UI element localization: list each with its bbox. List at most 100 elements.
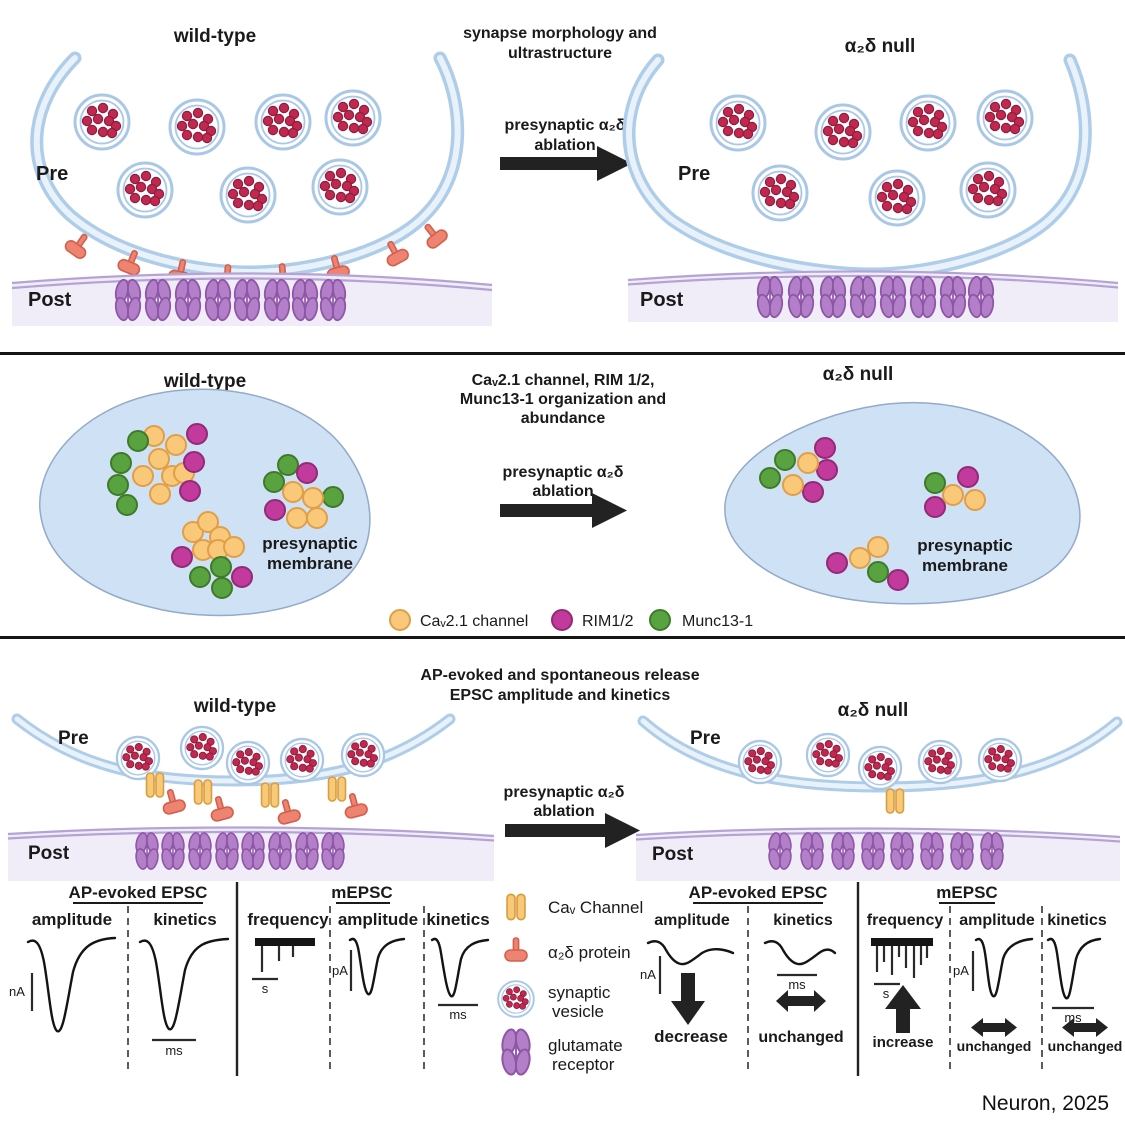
synaptic-vesicle-icon: [219, 166, 277, 224]
synaptic-vesicle-icon: [917, 739, 963, 785]
wt-mepsc-amplitude-trace: [348, 937, 406, 996]
glutamate-receptor-icon: [112, 277, 144, 323]
rim-dot: [186, 423, 208, 445]
cav-legend-label: Caᵥ Channel: [548, 898, 643, 917]
arrow-shaft: [500, 504, 592, 517]
synaptic-vesicle-icon: [116, 161, 174, 219]
rim-dot: [826, 552, 848, 574]
glutamate-receptor-icon: [319, 831, 347, 871]
cav21-dot: [302, 487, 324, 509]
null-pa-scalebar-label: pA: [953, 963, 969, 978]
glutamate-receptor-icon: [202, 277, 234, 323]
wt-pa-scalebar-label: pA: [332, 963, 348, 978]
munc-dot: [867, 561, 889, 583]
wt-ap-amplitude-label: amplitude: [32, 910, 112, 929]
null-mepsc-amplitude-label: amplitude: [959, 912, 1035, 929]
munc-dot: [759, 467, 781, 489]
protein-cluster: [171, 511, 253, 599]
cav21-legend-label: Caᵥ2.1 channel: [420, 613, 528, 630]
wt-na-scalebar-label: nA: [9, 984, 25, 999]
synaptic-vesicle-icon: [976, 89, 1034, 147]
arrow-head: [597, 146, 632, 181]
wt-ap-kinetics-label: kinetics: [153, 910, 216, 929]
cav21-dot: [964, 489, 986, 511]
munc-dot: [322, 486, 344, 508]
munc-dot: [211, 577, 233, 599]
cav21-dot: [132, 465, 154, 487]
glutamate-receptor-icon: [159, 831, 187, 871]
glutamate-receptor-icon: [754, 274, 786, 320]
panel2-right-membrane-label2: membrane: [922, 556, 1008, 575]
glutamate-receptor-icon: [965, 274, 997, 320]
null-ms2-scalebar-label: ms: [1064, 1010, 1082, 1025]
synaptic-vesicle-icon: [805, 732, 851, 778]
cav21-dot: [182, 521, 204, 543]
synaptic-vesicle-icon: [254, 93, 312, 151]
null-mepsc-kinetics-result: unchanged: [1048, 1038, 1123, 1054]
glutamate-receptor-icon: [289, 277, 321, 323]
cav21-dot: [149, 483, 171, 505]
glutamate-receptor-icon: [766, 831, 794, 871]
panel2-arrow-label-line2: ablation: [532, 483, 593, 500]
wt-ms-scalebar-label: ms: [165, 1043, 183, 1058]
synaptic-vesicle-icon: [73, 93, 131, 151]
protein-cluster: [826, 536, 909, 591]
panel1-arrow-label-line1: presynaptic α₂δ: [505, 117, 626, 134]
glutamate-receptor-icon: [817, 274, 849, 320]
cav21-dot: [165, 434, 187, 456]
cav21-dot: [197, 511, 219, 533]
glutamate-receptor-icon: [213, 831, 241, 871]
glutamate-receptor-icon: [859, 831, 887, 871]
glutamate-receptor-icon: [261, 277, 293, 323]
synaptic-vesicle-icon: [977, 737, 1023, 783]
synaptic-vesicle-icon: [168, 98, 226, 156]
unchanged-arrow: [971, 1018, 1017, 1037]
rim-dot: [171, 546, 193, 568]
synaptic-vesicle-icon: [868, 169, 926, 227]
null-mepsc-frequency-raster: s: [871, 938, 933, 1001]
munc-dot: [110, 452, 132, 474]
panel3-post-label-right: Post: [652, 844, 694, 865]
synaptic-vesicle-icon: [324, 89, 382, 147]
panel1-left-vesicles: [73, 89, 382, 224]
synaptic-vesicle-icon: [814, 103, 872, 161]
glutamate-receptor-icon: [907, 274, 939, 320]
panel3-ablation-arrow: presynaptic α₂δ ablation: [504, 784, 640, 848]
munc-dot: [277, 454, 299, 476]
panel3-heading-line2: EPSC amplitude and kinetics: [450, 687, 671, 704]
panel2-left-membrane-label1: presynaptic: [262, 534, 357, 553]
glutamate-receptor-icon: [847, 274, 879, 320]
panel2-heading-line1: Caᵥ2.1 channel, RIM 1/2,: [472, 372, 655, 389]
wt-ap-kinetics-trace: [138, 937, 230, 1031]
synaptic-vesicle-icon: [225, 740, 271, 786]
wt-s-scalebar-label: s: [262, 981, 269, 996]
null-ap-kinetics-label: kinetics: [773, 912, 833, 929]
panel1-pre-label-left: Pre: [36, 163, 68, 185]
cav-channel-icon: [327, 776, 347, 802]
rim-legend-icon: [551, 609, 573, 631]
panel-separator-1: [0, 352, 1125, 355]
glutamate-receptor-icon: [978, 831, 1006, 871]
cav21-dot: [782, 474, 804, 496]
synaptic-vesicle-icon: [497, 980, 535, 1018]
cav21-dot: [223, 536, 245, 558]
null-s-scalebar-label: s: [883, 986, 890, 1001]
glutamate-receptor-icon: [829, 831, 857, 871]
glutamate-receptor-icon: [172, 277, 204, 323]
cav21-legend-icon: [389, 609, 411, 631]
rim-dot: [924, 496, 946, 518]
munc-dot: [189, 566, 211, 588]
panel1-wildtype-synapse: Pre: [11, 51, 493, 326]
cav21-dot: [867, 536, 889, 558]
munc-dot: [263, 471, 285, 493]
null-mepsc-heading: mEPSC: [936, 883, 997, 902]
cav21-dot: [306, 507, 328, 529]
munc-dot: [210, 556, 232, 578]
null-ap-amplitude-trace: [646, 940, 735, 966]
null-ap-kinetics-trace: [763, 940, 837, 966]
arrow-shaft: [500, 157, 597, 170]
wt-mepsc-kinetics-trace: [430, 937, 490, 998]
null-mepsc-kinetics-trace: [1046, 937, 1102, 1000]
null-mepsc-amplitude-trace: [974, 937, 1034, 998]
panel2-heading-line3: abundance: [521, 410, 606, 427]
